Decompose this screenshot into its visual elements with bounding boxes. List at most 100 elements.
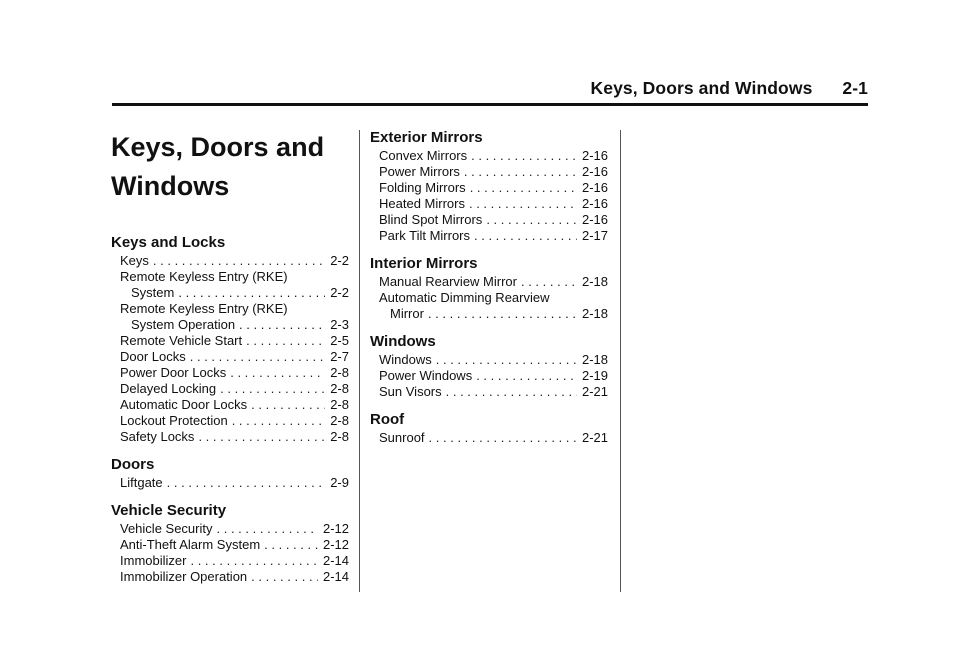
dot-leader <box>190 553 318 569</box>
toc-entry-text: Automatic Door Locks <box>120 397 248 412</box>
page-number: 2-1 <box>842 78 868 98</box>
toc-entry-text-continued: System Operation <box>131 317 236 332</box>
dot-leader <box>251 569 318 585</box>
section-title: Keys and Locks <box>111 234 226 251</box>
toc-entry[interactable]: Windows 2-18 <box>370 352 608 368</box>
section-title: Doors <box>111 456 155 473</box>
toc-entry[interactable]: Liftgate2-9 <box>111 475 349 491</box>
toc-entry[interactable]: Park Tilt Mirrors 2-17 <box>370 228 608 244</box>
toc-entry[interactable]: Sun Visors 2-21 <box>370 384 608 400</box>
dot-leader <box>230 365 325 381</box>
dot-leader <box>486 212 577 228</box>
toc-page-number: 2-16 <box>581 148 608 163</box>
dot-leader <box>476 368 577 384</box>
toc-entry-text: Power Door Locks <box>120 365 227 380</box>
toc-page-number: 2-18 <box>581 352 608 367</box>
dot-leader <box>239 317 325 333</box>
section-title: Windows <box>370 333 436 350</box>
toc-entry-text: Door Locks <box>120 349 186 364</box>
toc-entry-text: Folding Mirrors <box>379 180 466 195</box>
toc-entry[interactable]: Safety Locks2-8 <box>111 429 349 445</box>
dot-leader <box>251 397 325 413</box>
section-title: Interior Mirrors <box>370 255 478 272</box>
dot-leader <box>232 413 326 429</box>
toc-entry[interactable]: Immobilizer 2-14 <box>111 553 349 569</box>
toc-entry-text: Immobilizer <box>120 553 187 568</box>
dot-leader <box>470 180 577 196</box>
section-title: Exterior Mirrors <box>370 129 483 146</box>
toc-entry[interactable]: Keys2-2 <box>111 253 349 269</box>
toc-entry[interactable]: Automatic Dimming RearviewMirror2-18 <box>370 290 608 322</box>
toc-entry-text: Sunroof <box>379 430 425 445</box>
toc-entry[interactable]: Convex Mirrors 2-16 <box>370 148 608 164</box>
toc-entry[interactable]: Heated Mirrors2-16 <box>370 196 608 212</box>
toc-entry-text: Vehicle Security <box>120 521 213 536</box>
toc-entry-text: Lockout Protection <box>120 413 228 428</box>
toc-entry[interactable]: Power Door Locks2-8 <box>111 365 349 381</box>
toc-entry-text-continued: System <box>131 285 175 300</box>
toc-entry[interactable]: Lockout Protection 2-8 <box>111 413 349 429</box>
toc-entry[interactable]: Vehicle Security 2-12 <box>111 521 349 537</box>
toc-entry[interactable]: Automatic Door Locks 2-8 <box>111 397 349 413</box>
toc-page-number: 2-12 <box>322 537 349 552</box>
toc-entry-text: Anti-Theft Alarm System <box>120 537 261 552</box>
toc-entry-text: Convex Mirrors <box>379 148 468 163</box>
dot-leader <box>167 475 326 491</box>
toc-entry[interactable]: Immobilizer Operation2-14 <box>111 569 349 585</box>
toc-entry[interactable]: Folding Mirrors2-16 <box>370 180 608 196</box>
dot-leader <box>521 274 577 290</box>
toc-entry[interactable]: Door Locks2-7 <box>111 349 349 365</box>
toc-entry[interactable]: Remote Keyless Entry (RKE)System 2-2 <box>111 269 349 301</box>
toc-entry-text: Power Mirrors <box>379 164 460 179</box>
toc-entry[interactable]: Sunroof 2-21 <box>370 430 608 446</box>
toc-page-number: 2-14 <box>322 553 349 568</box>
toc-page-number: 2-21 <box>581 430 608 445</box>
toc-page-number: 2-17 <box>581 228 608 243</box>
toc-page-number: 2-14 <box>322 569 349 584</box>
dot-leader <box>469 196 577 212</box>
dot-leader <box>429 430 577 446</box>
toc-entry-text: Keys <box>120 253 149 268</box>
toc-entry-text: Safety Locks <box>120 429 195 444</box>
dot-leader <box>198 429 325 445</box>
toc-page-number: 2-21 <box>581 384 608 399</box>
dot-leader <box>446 384 577 400</box>
section-title: Vehicle Security <box>111 502 227 519</box>
toc-page-number: 2-5 <box>330 333 349 348</box>
toc-page-number: 2-18 <box>581 306 608 321</box>
toc-page-number: 2-12 <box>322 521 349 536</box>
toc-entry[interactable]: Remote Keyless Entry (RKE)System Operati… <box>111 301 349 333</box>
toc-entry-text: Sun Visors <box>379 384 442 399</box>
dot-leader <box>153 253 325 269</box>
toc-page-number: 2-8 <box>330 413 349 428</box>
toc-entry-text: Remote Vehicle Start <box>120 333 243 348</box>
toc-page-number: 2-3 <box>330 317 349 332</box>
toc-entry[interactable]: Power Mirrors2-16 <box>370 164 608 180</box>
toc-entry-text: Manual Rearview Mirror <box>379 274 517 289</box>
toc-page-number: 2-9 <box>330 475 349 490</box>
running-header-title: Keys, Doors and Windows <box>590 78 813 98</box>
toc-page-number: 2-16 <box>581 196 608 211</box>
toc-entry[interactable]: Delayed Locking2-8 <box>111 381 349 397</box>
toc-entry[interactable]: Remote Vehicle Start 2-5 <box>111 333 349 349</box>
toc-entry[interactable]: Blind Spot Mirrors2-16 <box>370 212 608 228</box>
dot-leader <box>471 148 577 164</box>
header-rule <box>112 103 868 106</box>
toc-entry-text: Blind Spot Mirrors <box>379 212 483 227</box>
toc-entry-text: Remote Keyless Entry (RKE) <box>120 301 288 316</box>
toc-entry[interactable]: Manual Rearview Mirror2-18 <box>370 274 608 290</box>
toc-entry-text: Windows <box>379 352 432 367</box>
toc-page-number: 2-8 <box>330 397 349 412</box>
toc-page-number: 2-8 <box>330 381 349 396</box>
column-divider-2 <box>620 130 621 592</box>
toc-entry[interactable]: Anti-Theft Alarm System 2-12 <box>111 537 349 553</box>
dot-leader <box>428 306 577 322</box>
toc-entry-text: Park Tilt Mirrors <box>379 228 470 243</box>
toc-page-number: 2-2 <box>330 285 349 300</box>
toc-entry-text: Remote Keyless Entry (RKE) <box>120 269 288 284</box>
